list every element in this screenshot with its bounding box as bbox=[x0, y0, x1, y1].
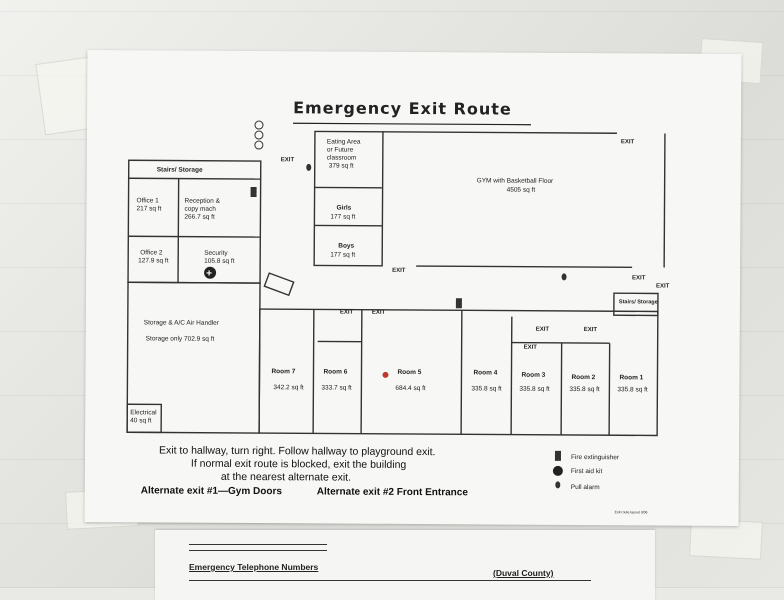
telephone-heading: Emergency Telephone Numbers bbox=[189, 562, 318, 572]
eating-name3: classroom bbox=[327, 154, 357, 161]
sheet-rule bbox=[189, 550, 327, 551]
storage-name: Storage & A/C Air Handler bbox=[144, 319, 220, 326]
room4-name: Room 4 bbox=[473, 369, 497, 376]
room7-area: 342.2 sq ft bbox=[273, 384, 304, 391]
exit-route-poster: Emergency Exit Route Stairs/ Stora bbox=[85, 50, 742, 526]
instruction-line-3: at the nearest alternate exit. bbox=[221, 471, 351, 485]
electrical-area: 40 sq ft bbox=[130, 417, 152, 424]
legend-pull-alarm-label: Pull alarm bbox=[571, 484, 600, 491]
pull-alarm-icon bbox=[562, 273, 567, 280]
you-are-here-marker bbox=[382, 372, 388, 378]
exit-label-4: EXIT bbox=[632, 275, 646, 281]
legend-first-aid-label: First aid kit bbox=[571, 468, 603, 475]
fire-extinguisher-icon bbox=[251, 187, 257, 197]
legend-first-aid-icon bbox=[553, 466, 563, 476]
instruction-line-2: If normal exit route is blocked, exit th… bbox=[191, 458, 406, 472]
girls-name: Girls bbox=[336, 205, 351, 212]
room7-name: Room 7 bbox=[271, 368, 295, 375]
classroom-wing-outline bbox=[259, 309, 658, 435]
footnote: Exit route layout 3/06 bbox=[615, 510, 648, 514]
eating-name2: or Future bbox=[327, 146, 354, 153]
room3-name: Room 3 bbox=[521, 372, 545, 379]
boys-name: Boys bbox=[338, 243, 354, 250]
county-label: (Duval County) bbox=[493, 568, 553, 578]
legend-extinguisher-label: Fire extinguisher bbox=[571, 454, 620, 461]
room1-area: 335.8 sq ft bbox=[617, 386, 648, 393]
reception-name: Reception & bbox=[185, 198, 221, 205]
stairs-storage-label: Stairs/ Storage bbox=[157, 166, 203, 173]
exit-label-6: EXIT bbox=[340, 310, 354, 316]
boys-area: 177 sq ft bbox=[330, 251, 355, 258]
office1-name: Office 1 bbox=[137, 197, 160, 204]
gym-area: 4505 sq ft bbox=[507, 187, 536, 194]
office2-name: Office 2 bbox=[140, 249, 163, 256]
exit-label-1: EXIT bbox=[281, 157, 295, 163]
exit-label-8: EXIT bbox=[536, 327, 550, 333]
legend: Fire extinguisher First aid kit Pull ala… bbox=[553, 451, 620, 491]
circles-icon bbox=[255, 121, 263, 149]
electrical-name: Electrical bbox=[130, 409, 157, 416]
room2-area: 335.8 sq ft bbox=[569, 386, 600, 393]
exit-label-7: EXIT bbox=[372, 310, 386, 316]
stairs-storage-right-label: Stairs/ Storage bbox=[619, 299, 658, 305]
security-area: 105.8 sq ft bbox=[204, 258, 235, 265]
first-aid-cross-icon: + bbox=[206, 268, 212, 279]
security-name: Security bbox=[204, 250, 228, 257]
room6-area: 333.7 sq ft bbox=[321, 384, 352, 391]
room5-name: Room 5 bbox=[397, 369, 421, 376]
room1-name: Room 1 bbox=[619, 374, 643, 381]
room2-name: Room 2 bbox=[571, 374, 595, 381]
exit-label-10: EXIT bbox=[524, 345, 538, 351]
telephone-sheet: Emergency Telephone Numbers (Duval Count… bbox=[155, 530, 655, 600]
fire-extinguisher-icon bbox=[456, 298, 462, 308]
door-swing bbox=[264, 273, 293, 295]
eating-area: 379 sq ft bbox=[329, 162, 354, 169]
eating-name: Eating Area bbox=[327, 138, 361, 145]
room4-area: 335.8 sq ft bbox=[471, 385, 502, 392]
office1-area: 217 sq ft bbox=[136, 205, 161, 212]
pull-alarm-icon bbox=[306, 164, 311, 171]
gym-name: GYM with Basketball Floor bbox=[477, 177, 554, 184]
girls-area: 177 sq ft bbox=[330, 213, 355, 220]
sheet-rule bbox=[189, 544, 327, 545]
legend-extinguisher-icon bbox=[555, 451, 561, 461]
room5-area: 684.4 sq ft bbox=[395, 385, 426, 392]
room3-area: 335.8 sq ft bbox=[519, 386, 550, 393]
legend-pull-alarm-icon bbox=[555, 481, 560, 488]
storage-area: Storage only 702.9 sq ft bbox=[146, 335, 215, 342]
exit-label-2: EXIT bbox=[621, 139, 635, 145]
poster-title: Emergency Exit Route bbox=[293, 98, 512, 118]
reception-name2: copy mach bbox=[184, 206, 216, 213]
office2-area: 127.9 sq ft bbox=[138, 257, 169, 264]
alternate-exit-2: Alternate exit #2 Front Entrance bbox=[317, 485, 468, 499]
reception-area: 266.7 sq ft bbox=[184, 214, 215, 221]
sheet-rule bbox=[189, 580, 591, 581]
alternate-exit-1: Alternate exit #1—Gym Doors bbox=[141, 484, 282, 498]
exit-label-5: EXIT bbox=[656, 283, 670, 289]
room6-name: Room 6 bbox=[323, 368, 347, 375]
exit-label-3: EXIT bbox=[392, 268, 406, 274]
exit-label-9: EXIT bbox=[584, 327, 598, 333]
